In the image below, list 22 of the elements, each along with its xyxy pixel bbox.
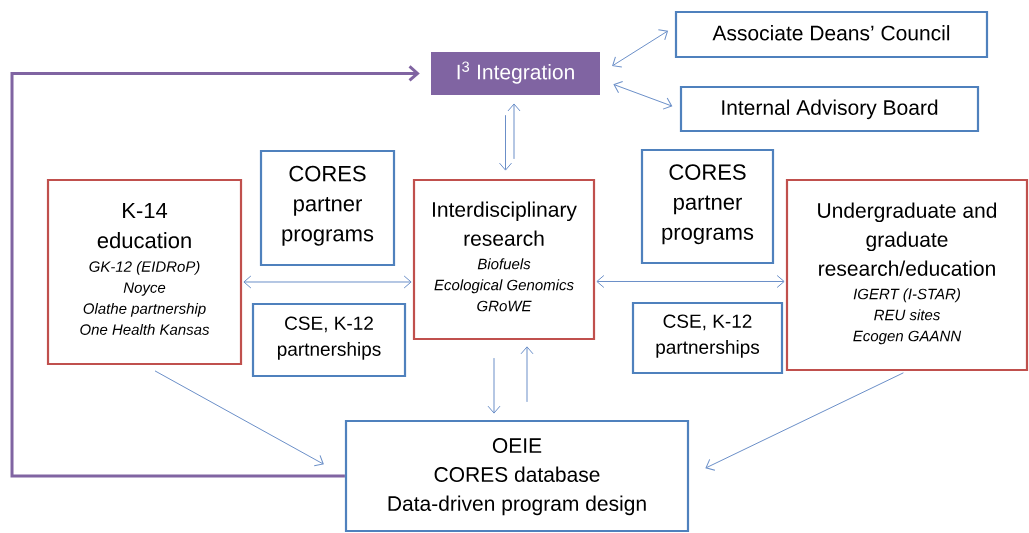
feedback-arrow xyxy=(10,65,420,478)
process-box: Internal Advisory Board xyxy=(679,85,980,133)
process-box: CORES partner programs xyxy=(259,149,396,267)
process-box: CSE, K-12 partnerships xyxy=(631,301,784,375)
process-box: I$^{3}$ Integration xyxy=(431,52,600,95)
process-box: CORES partner programs xyxy=(640,148,775,265)
double-arrow xyxy=(596,275,785,288)
double-arrow xyxy=(612,29,668,68)
arrow xyxy=(499,114,512,171)
process-box: K-14 education GK-12 (EIDRoP) Noyce Olathe partnership One Health Kansas xyxy=(46,178,243,366)
process-box: Associate Deans’ Council xyxy=(674,10,989,59)
double-arrow xyxy=(613,80,673,110)
arrow xyxy=(154,370,324,467)
process-box: CSE, K-12 partnerships xyxy=(251,302,407,378)
arrow xyxy=(487,357,501,414)
process-box: OEIE CORES database Data-driven program design xyxy=(344,419,690,533)
process-box: Undergraduate and graduate research/education IGERT (I-STAR) REU sites Ecogen GAANN xyxy=(785,178,1029,372)
arrow xyxy=(705,372,904,471)
process-box: Interdisciplinary research Biofuels Ecological Genomics GRoWE xyxy=(412,178,596,341)
arrow xyxy=(507,103,521,160)
arrow xyxy=(520,346,534,403)
double-arrow xyxy=(243,275,412,289)
